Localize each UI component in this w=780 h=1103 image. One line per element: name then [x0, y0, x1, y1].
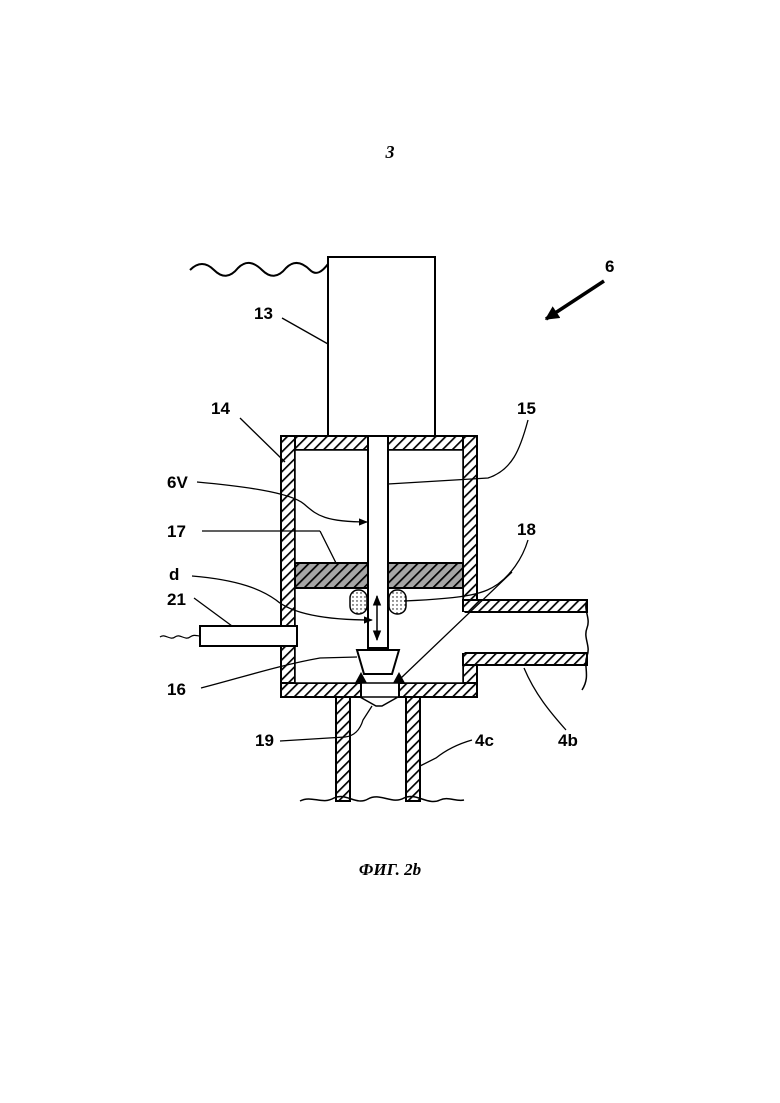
label-16: 16	[167, 680, 186, 699]
label-d: d	[169, 565, 179, 584]
actuator-body	[328, 257, 435, 436]
label-19: 19	[255, 731, 274, 750]
leader-13	[282, 318, 328, 344]
housing-wall-left	[281, 436, 295, 697]
stem-seal-right	[389, 590, 406, 614]
outlet-pipe-right-wall	[406, 697, 420, 801]
inlet-pipe-bottom-wall	[463, 653, 587, 665]
leader-14	[240, 418, 285, 462]
label-17: 17	[167, 522, 186, 541]
housing-wall-bottom-right	[399, 683, 477, 697]
leader-4c	[420, 740, 472, 766]
valve-plug	[357, 650, 399, 674]
housing-wall-bottom-left	[281, 683, 361, 697]
assembly-arrow	[546, 281, 604, 319]
label-6V: 6V	[167, 473, 188, 492]
housing-wall-right-upper	[463, 436, 477, 600]
valve-stem	[368, 436, 388, 648]
leader-4b	[524, 668, 566, 730]
break-line-bottom	[300, 796, 464, 801]
stem-seal-left	[350, 590, 367, 614]
side-pipe-21	[200, 626, 297, 646]
label-14: 14	[211, 399, 230, 418]
label-13: 13	[254, 304, 273, 323]
label-21: 21	[167, 590, 186, 609]
label-15: 15	[517, 399, 536, 418]
label-4b: 4b	[558, 731, 578, 750]
outlet-pipe-left-wall	[336, 697, 350, 801]
label-18: 18	[517, 520, 536, 539]
figure-caption: ФИГ. 2b	[0, 860, 780, 880]
label-6: 6	[605, 257, 614, 276]
orifice-cone	[360, 697, 398, 706]
break-line-right	[582, 600, 588, 690]
leader-21	[194, 598, 232, 626]
break-line-side	[160, 635, 200, 638]
break-line-top	[190, 263, 328, 276]
label-4c: 4c	[475, 731, 494, 750]
leader-19	[280, 706, 372, 741]
